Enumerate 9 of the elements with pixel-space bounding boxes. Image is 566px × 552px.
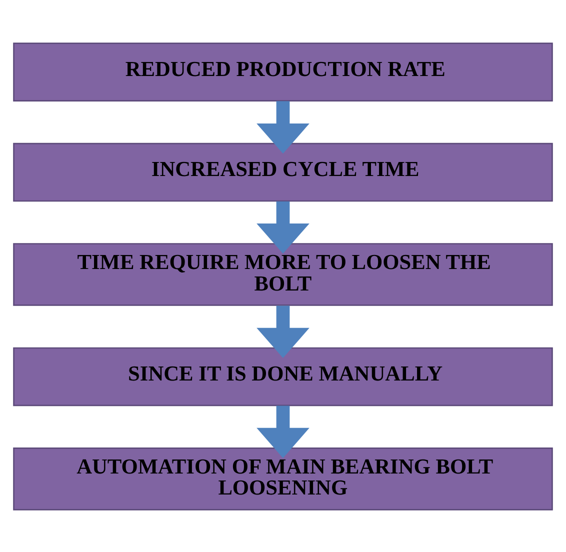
arrow — [256, 100, 310, 154]
node-box: REDUCED PRODUCTION RATE — [13, 42, 553, 101]
arrow — [256, 200, 310, 254]
node-box: INCREASED CYCLE TIME — [13, 142, 553, 202]
arrow — [256, 305, 310, 358]
arrow — [256, 405, 310, 458]
node-box: SINCE IT IS DONE MANUALLY — [13, 346, 553, 406]
node-box: AUTOMATION OF MAIN BEARING BOLT LOOSENING — [13, 447, 553, 510]
node-box: TIME REQUIRE MORE TO LOOSEN THE BOLT — [13, 242, 553, 306]
